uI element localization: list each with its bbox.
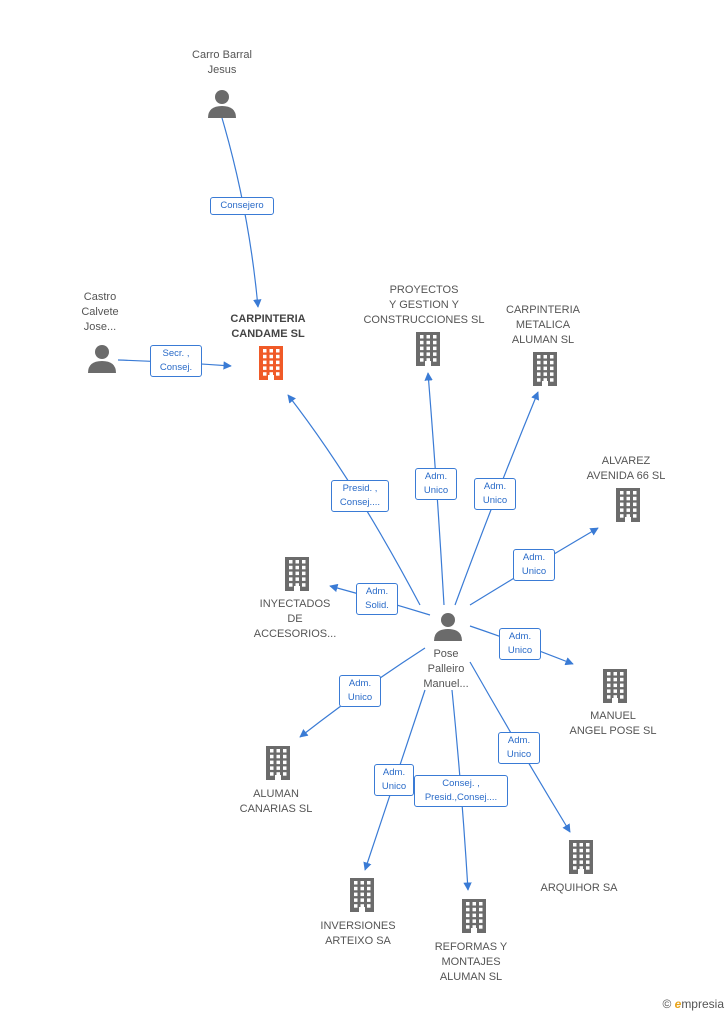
edge-label-pose-to-alvarez[interactable]: Adm. Unico <box>513 549 555 581</box>
edge-label-pose-to-arquihor[interactable]: Adm. Unico <box>498 732 540 764</box>
copyright-icon: © <box>662 997 672 1011</box>
empresia-watermark: © empresia <box>662 997 724 1011</box>
building-icon-alvarez[interactable] <box>614 488 642 527</box>
edge-label-pose-to-proyectos[interactable]: Adm. Unico <box>415 468 457 500</box>
node-label-inversiones[interactable]: INVERSIONES ARTEIXO SA <box>320 920 396 947</box>
empresia-logo-text: mpresia <box>681 997 724 1011</box>
node-label-alvarez[interactable]: ALVAREZ AVENIDA 66 SL <box>586 455 666 482</box>
edge-label-pose-to-metalica[interactable]: Adm. Unico <box>474 478 516 510</box>
edge-label-pose-to-inyectados[interactable]: Adm. Solid. <box>356 583 398 615</box>
node-label-aluman-canarias[interactable]: ALUMAN CANARIAS SL <box>239 788 313 815</box>
edge-label-pose-to-aluman_canarias[interactable]: Adm. Unico <box>339 675 381 707</box>
empresia-logo-initial: e <box>674 997 682 1011</box>
building-icon-manuel-angel[interactable] <box>601 669 629 708</box>
building-icon-aluman-canarias[interactable] <box>264 746 292 785</box>
building-icon-candame[interactable] <box>257 346 285 385</box>
node-label-metalica[interactable]: CARPINTERIA METALICA ALUMAN SL <box>506 304 580 346</box>
building-icon-proyectos[interactable] <box>414 332 442 371</box>
edge-label-castro-to-candame[interactable]: Secr. , Consej. <box>150 345 202 377</box>
building-icon-arquihor[interactable] <box>567 840 595 879</box>
node-label-reformas[interactable]: REFORMAS Y MONTAJES ALUMAN SL <box>434 941 508 983</box>
building-icon-inyectados[interactable] <box>283 557 311 596</box>
node-label-carro[interactable]: Carro Barral Jesus <box>192 49 252 76</box>
node-label-arquihor[interactable]: ARQUIHOR SA <box>540 882 618 894</box>
node-label-manuel-angel[interactable]: MANUEL ANGEL POSE SL <box>569 710 657 737</box>
person-icon-castro[interactable] <box>87 343 117 378</box>
building-icon-metalica[interactable] <box>531 352 559 391</box>
node-label-inyectados[interactable]: INYECTADOS DE ACCESORIOS... <box>253 598 337 640</box>
node-label-pose[interactable]: Pose Palleiro Manuel... <box>423 648 469 690</box>
node-label-castro[interactable]: Castro Calvete Jose... <box>81 291 119 333</box>
person-icon-pose[interactable] <box>433 611 463 646</box>
node-label-candame[interactable]: CARPINTERIA CANDAME SL <box>230 313 306 340</box>
edge-label-carro-to-candame[interactable]: Consejero <box>210 197 274 215</box>
edge-label-pose-to-manuel_angel[interactable]: Adm. Unico <box>499 628 541 660</box>
person-icon-carro[interactable] <box>207 88 237 123</box>
edge-label-pose-to-reformas[interactable]: Consej. , Presid.,Consej.... <box>414 775 508 807</box>
edge-label-pose-to-candame[interactable]: Presid. , Consej.... <box>331 480 389 512</box>
node-label-proyectos[interactable]: PROYECTOS Y GESTION Y CONSTRUCCIONES SL <box>363 284 485 326</box>
edge-label-pose-to-inversiones[interactable]: Adm. Unico <box>374 764 414 796</box>
building-icon-reformas[interactable] <box>460 899 488 938</box>
building-icon-inversiones[interactable] <box>348 878 376 917</box>
